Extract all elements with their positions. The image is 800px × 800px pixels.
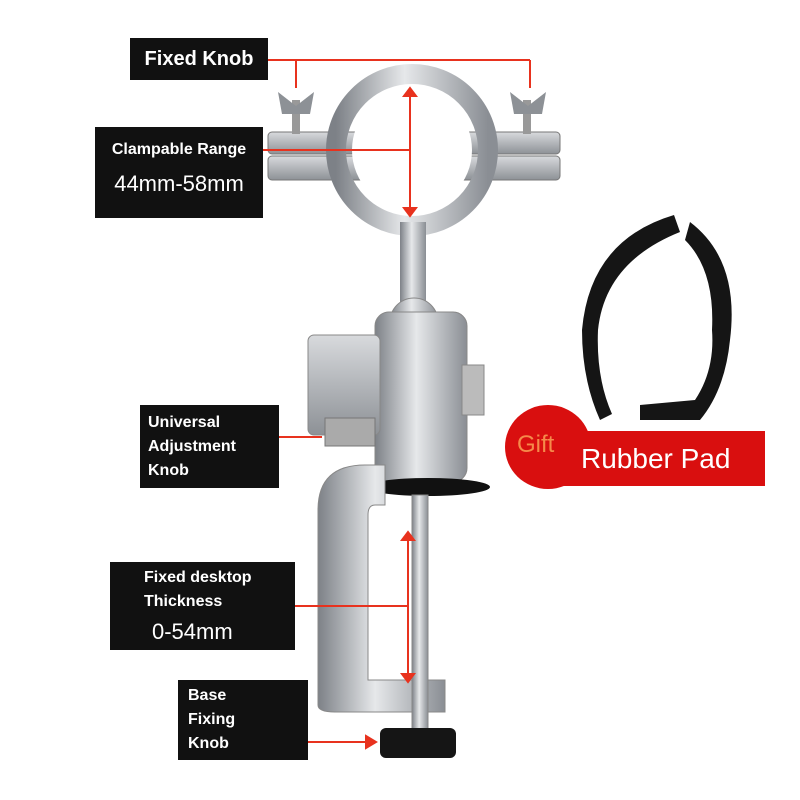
- clampable-range-value: 44mm-58mm: [114, 171, 244, 196]
- clampable-range-title: Clampable Range: [111, 141, 247, 158]
- rubber-pad-image: [582, 215, 732, 420]
- rubber-pad-text: Rubber Pad: [581, 443, 731, 474]
- desktop-line-1: Fixed desktop: [144, 569, 252, 586]
- desktop-value: 0-54mm: [152, 619, 233, 644]
- base-fixing-knob-label: Base Fixing Knob: [178, 680, 308, 760]
- desktop-thickness-label: Fixed desktop Thickness 0-54mm: [110, 562, 295, 650]
- fixed-knob-label: Fixed Knob: [130, 38, 268, 80]
- base-line-3: Knob: [188, 735, 229, 752]
- measurement-arrows: [263, 59, 531, 750]
- universal-line-3: Knob: [148, 462, 189, 479]
- base-line-2: Fixing: [188, 711, 236, 728]
- clampable-range-label: Clampable Range 44mm-58mm: [95, 127, 263, 218]
- desktop-line-2: Thickness: [144, 593, 223, 610]
- universal-line-2: Adjustment: [148, 438, 236, 455]
- gift-text: Gift: [517, 431, 555, 458]
- universal-line-1: Universal: [148, 414, 221, 431]
- gift-badge: Gift Rubber Pad: [505, 405, 765, 490]
- universal-adjustment-knob-label: Universal Adjustment Knob: [140, 405, 279, 488]
- base-line-1: Base: [188, 687, 227, 704]
